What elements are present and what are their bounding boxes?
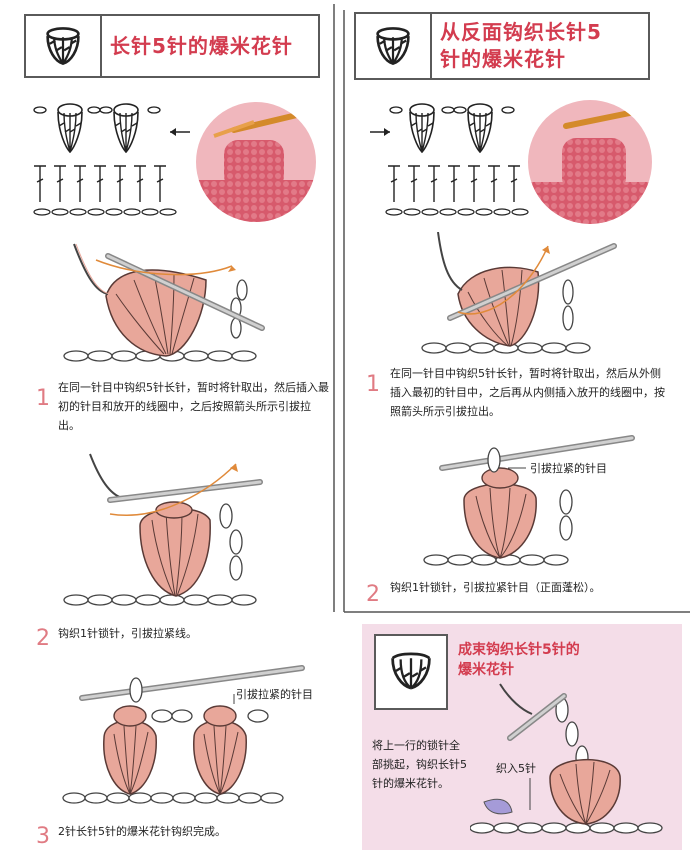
right-title-line2: 针的爆米花针: [440, 47, 566, 71]
right-step1-text: 在同一针目中钩织5针长针，暂时将针取出，然后从外侧插入最初的针目中，之后再从内侧…: [390, 367, 665, 418]
bundle-diagram: [470, 683, 663, 834]
popcorn-stitch-symbol-icon: [374, 634, 448, 710]
left-step3-text: 2针长针5针的爆米花针钩织完成。: [58, 825, 226, 838]
left-step1-text: 在同一针目中钩织5针长针，暂时将针取出，然后插入最初的针目和放开的线圈中，之后按…: [58, 381, 329, 432]
left-step2-text: 钩织1针锁针，引拔拉紧线。: [58, 627, 197, 640]
right-symbol-chart: [370, 103, 529, 216]
popcorn-stitch-symbol-icon: [26, 16, 102, 76]
right-step1-number: 1: [366, 372, 380, 397]
bundle-title: 成束钩织长针5针的 爆米花针: [458, 640, 580, 680]
right-step1-diagram: [421, 232, 617, 354]
left-step1-number: 1: [36, 386, 50, 411]
right-title-box: 从反面钩织长针5 针的爆米花针: [354, 12, 650, 80]
bundle-title-line2: 爆米花针: [458, 662, 514, 678]
right-step2-diagram: [423, 435, 635, 566]
left-step2-number: 2: [36, 626, 50, 651]
right-photo: [528, 100, 652, 224]
left-title: 长针5针的爆米花针: [110, 33, 293, 58]
left-step3-diagram: [62, 665, 305, 804]
right-title: 从反面钩织长针5 针的爆米花针: [440, 14, 642, 78]
left-step2-diagram: [63, 453, 263, 606]
arrow-icon: [370, 128, 390, 136]
bundle-title-line1: 成束钩织长针5针的: [458, 642, 580, 658]
left-step1-diagram: [63, 243, 265, 362]
left-step3-label: 引拔拉紧的针目: [236, 688, 313, 701]
left-symbol-chart: [33, 103, 190, 216]
right-step2-text: 钩织1针锁针，引拔拉紧针目（正面蓬松）。: [390, 581, 601, 594]
left-title-box: 长针5针的爆米花针: [24, 14, 320, 78]
right-step2-label: 引拔拉紧的针目: [530, 462, 607, 475]
right-title-line1: 从反面钩织长针5: [440, 20, 602, 44]
popcorn-stitch-symbol-icon: [356, 14, 432, 78]
right-step2-number: 2: [366, 582, 380, 607]
bundle-text: 将上一行的锁针全部挑起，钩织长针5针的爆米花针。: [372, 739, 467, 790]
arrow-icon: [170, 128, 190, 136]
bundle-label: 织入5针: [496, 762, 536, 775]
left-photo: [196, 102, 316, 222]
left-step3-number: 3: [36, 824, 50, 849]
